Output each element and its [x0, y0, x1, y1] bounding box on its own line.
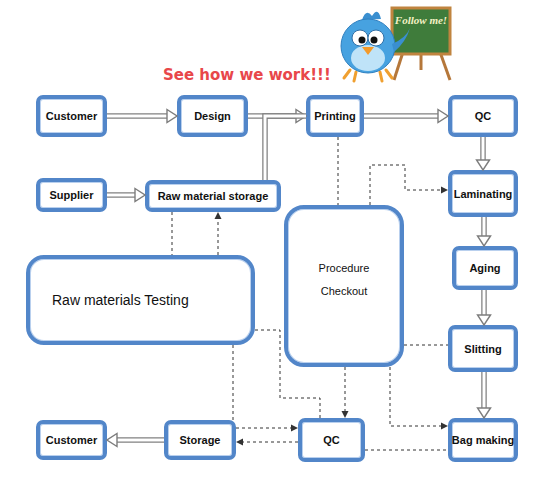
easel-leg	[394, 52, 403, 80]
process-box: QC	[448, 95, 518, 137]
flow-arrow	[370, 165, 441, 205]
box-label: Customer	[46, 110, 97, 122]
box-label: QC	[475, 110, 492, 122]
process-box: Raw materials Testing	[26, 255, 255, 345]
flow-arrow	[484, 217, 485, 236]
flow-arrow	[255, 330, 320, 418]
chalk-board	[392, 8, 450, 54]
process-box: Customer	[36, 420, 107, 460]
bird-belly	[351, 45, 385, 71]
dashed-link	[365, 450, 448, 451]
box-label: Storage	[180, 434, 221, 446]
arrow-outline	[117, 437, 164, 443]
arrow-outline	[107, 113, 167, 119]
flow-arrow	[172, 212, 173, 255]
process-box: Procedure Checkout	[284, 205, 404, 367]
dashed-link	[370, 165, 441, 205]
dashed-link	[345, 367, 346, 411]
dashed-link	[338, 137, 339, 205]
box-label: Bag making	[452, 434, 514, 446]
bird-body	[341, 19, 395, 73]
bird-pupil	[359, 37, 366, 44]
page-title: See how we work!!!	[163, 66, 331, 84]
bird-beak	[362, 47, 374, 55]
arrow-shaft	[483, 217, 486, 236]
arrow-shaft	[483, 290, 486, 315]
arrow-shaft	[248, 115, 296, 118]
flow-arrow	[243, 442, 298, 443]
flow-arrow	[248, 116, 296, 117]
box-label: Raw material storage	[158, 190, 269, 202]
flow-arrow	[365, 450, 448, 451]
dashed-link	[233, 345, 234, 420]
dashed-link	[390, 367, 441, 426]
box-label: Procedure Checkout	[306, 257, 382, 303]
process-box: Printing	[306, 95, 364, 137]
arrow-shaft	[107, 194, 135, 197]
flow-arrow	[233, 345, 234, 420]
process-box: Customer	[36, 95, 107, 137]
box-label: Printing	[314, 110, 356, 122]
dashed-link	[243, 442, 298, 443]
arrow-outline	[364, 113, 438, 119]
flow-arrow	[117, 440, 164, 441]
arrow-outline	[481, 290, 487, 315]
process-box: Laminating	[448, 170, 518, 217]
flow-arrow	[345, 367, 346, 411]
process-box: Storage	[164, 420, 236, 460]
arrow-outline	[107, 192, 135, 198]
arrow-shaft	[482, 137, 485, 160]
bird-eye	[368, 30, 384, 46]
dashed-link	[255, 330, 320, 418]
bird-eye	[352, 30, 368, 46]
process-box: QC	[298, 418, 365, 462]
process-box: Raw material storage	[145, 180, 281, 212]
arrow-shaft	[364, 115, 438, 118]
arrow-outline	[481, 217, 487, 236]
arrow-outline	[481, 372, 487, 408]
box-label: Laminating	[454, 188, 513, 200]
flow-arrow	[218, 219, 219, 255]
flow-arrow	[484, 290, 485, 315]
flow-arrow	[107, 195, 135, 196]
dashed-link	[172, 212, 173, 255]
easel-leg	[440, 52, 450, 80]
flow-arrow	[484, 372, 485, 408]
arrow-outline	[248, 113, 296, 119]
arrow-shaft	[107, 115, 167, 118]
box-label: Aging	[469, 262, 500, 274]
dashed-link	[404, 345, 448, 346]
box-label: QC	[323, 434, 340, 446]
flow-arrow	[483, 137, 484, 160]
arrow-shaft	[265, 116, 306, 180]
box-label: Customer	[46, 434, 97, 446]
bird-wing	[392, 28, 410, 52]
box-label: Supplier	[49, 189, 93, 201]
box-label: Slitting	[464, 343, 501, 355]
arrow-shaft	[117, 439, 164, 442]
process-box: Bag making	[448, 418, 518, 462]
process-box: Supplier	[36, 178, 107, 212]
process-box: Aging	[452, 246, 518, 290]
arrow-outline	[265, 116, 306, 180]
dashed-link	[218, 219, 219, 255]
board-note: Follow me!	[394, 14, 448, 26]
process-box: Design	[177, 95, 248, 137]
arrow-shaft	[483, 372, 486, 408]
process-box: Slitting	[448, 325, 518, 372]
flow-arrow	[338, 137, 339, 205]
flow-arrow	[236, 428, 291, 429]
dashed-link	[236, 428, 291, 429]
box-label: Raw materials Testing	[52, 292, 189, 308]
flow-arrow	[404, 345, 448, 346]
bird-pupil	[371, 37, 378, 44]
flow-arrow	[390, 367, 441, 426]
flow-arrow	[265, 116, 306, 180]
flow-arrow	[107, 116, 167, 117]
flow-arrow	[364, 116, 438, 117]
box-label: Design	[194, 110, 231, 122]
arrow-outline	[480, 137, 486, 160]
